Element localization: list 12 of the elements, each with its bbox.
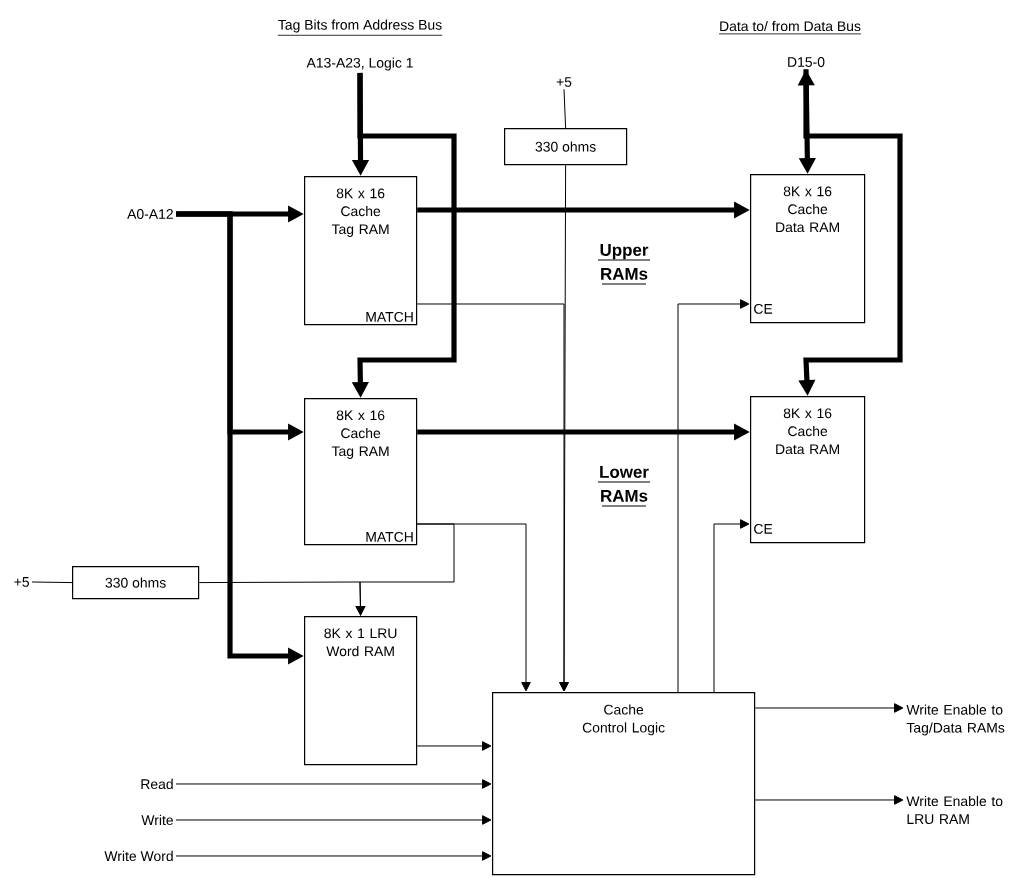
arrow bbox=[754, 703, 904, 713]
arrow bbox=[175, 851, 492, 861]
arrow bbox=[198, 581, 366, 616]
arrow bbox=[175, 815, 492, 825]
arrow bbox=[416, 303, 569, 692]
arrow bbox=[677, 299, 750, 693]
section-label: Upper RAMs bbox=[597, 244, 651, 285]
section-label: Lower RAMs bbox=[597, 466, 651, 507]
arrow bbox=[754, 795, 904, 805]
arrow bbox=[416, 741, 492, 751]
arrow bbox=[175, 779, 492, 789]
arrow bbox=[713, 519, 750, 693]
